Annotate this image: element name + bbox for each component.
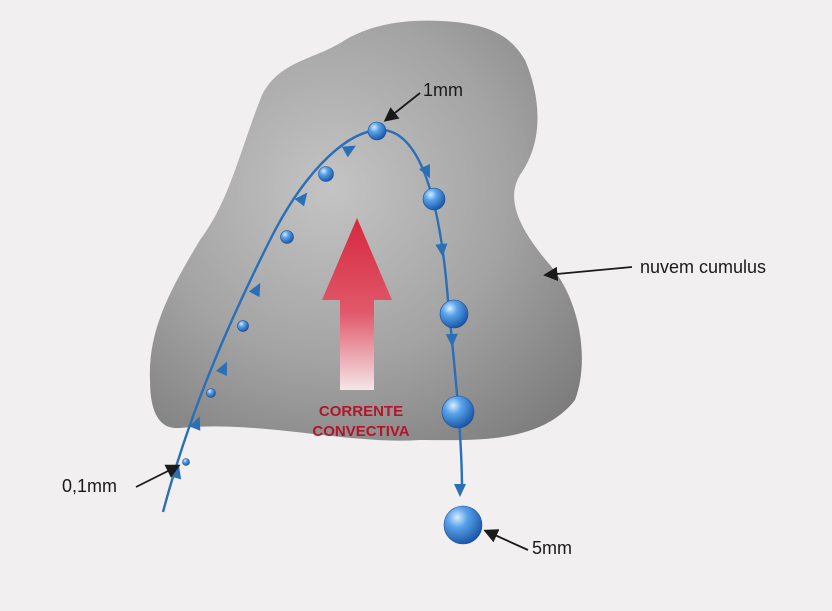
current-label-line1: CORRENTE <box>318 403 404 420</box>
pointer-01mm <box>135 464 181 488</box>
hailstone <box>182 458 190 466</box>
cloud-label: nuvem cumulus <box>640 257 767 277</box>
path-arrowhead <box>189 416 201 431</box>
path-arrowhead <box>435 243 448 257</box>
hailstone-5mm <box>443 505 483 545</box>
pointer-5mm <box>483 529 529 551</box>
pointer-1mm <box>383 92 421 122</box>
pointer-cloud <box>543 266 633 282</box>
convective-current-arrow <box>322 218 392 390</box>
path-arrowhead <box>419 164 430 179</box>
path-arrowhead <box>294 192 308 207</box>
hailstones <box>182 121 483 545</box>
current-label-line2: CONVECTIVA <box>312 423 410 440</box>
path-arrowhead <box>445 333 458 347</box>
hailstone <box>237 320 249 332</box>
smallest-drop-label: 0,1mm <box>62 476 118 496</box>
hailstone <box>422 187 446 211</box>
path-arrowhead <box>216 361 227 376</box>
peak-drop-label: 1mm <box>423 80 463 100</box>
hailstone <box>280 230 294 244</box>
hailstone <box>439 299 469 329</box>
cumulus-cloud <box>149 20 582 441</box>
largest-drop-label: 5mm <box>532 538 572 558</box>
convective-current-label: CORRENTE CONVECTIVA <box>296 402 426 442</box>
path-arrowhead <box>341 145 357 158</box>
pointer-arrows <box>135 92 633 551</box>
hailstone <box>441 395 475 429</box>
hailstone <box>318 166 334 182</box>
hailstone-1mm <box>367 121 387 141</box>
hailstone <box>206 388 216 398</box>
path-arrowhead <box>454 484 466 497</box>
path-arrowhead <box>248 282 261 298</box>
